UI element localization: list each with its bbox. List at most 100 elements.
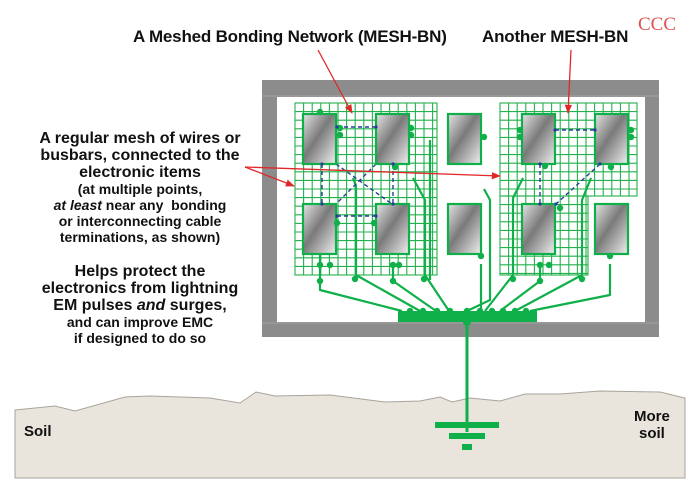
electronic-item	[593, 202, 630, 256]
mesh-description: A regular mesh of wires or busbars, conn…	[20, 130, 260, 245]
arrow-another-mesh-bn	[564, 49, 573, 114]
bonding-conductor	[318, 264, 403, 313]
more-soil-line: soil	[639, 425, 665, 442]
mesh-desc-line: or interconnecting cable	[58, 213, 222, 229]
bond-point	[480, 133, 488, 141]
bonding-strap	[555, 163, 601, 205]
bond-point	[336, 131, 344, 139]
watermark: CCC	[638, 14, 677, 35]
benefit-line: electronics from lightning	[41, 280, 239, 297]
strap-end	[598, 162, 602, 166]
strap-end	[553, 128, 557, 132]
strap-end	[391, 202, 395, 206]
benefit-line: and can improve EMC	[66, 314, 214, 330]
strap-end	[320, 202, 324, 206]
strap-end	[335, 125, 339, 129]
bond-point	[541, 162, 549, 170]
bond-point	[556, 204, 564, 212]
mesh-bn-label: A Meshed Bonding Network (MESH-BN)	[133, 27, 447, 46]
conductor-layer	[318, 140, 612, 313]
mesh-desc-line: electronic items	[79, 164, 201, 181]
bond-point	[509, 275, 517, 283]
more-soil-label: More soil	[634, 408, 670, 442]
bond-point	[351, 275, 359, 283]
bond-point	[420, 275, 428, 283]
electronic-item	[374, 202, 411, 256]
benefit-description: Helps protect the electronics from light…	[20, 263, 260, 346]
bonding-conductor	[484, 177, 524, 312]
bond-point	[627, 133, 635, 141]
electronic-item	[446, 112, 483, 166]
strap-end	[391, 162, 395, 166]
bond-point	[316, 108, 324, 116]
benefit-line: Helps protect the	[74, 263, 206, 280]
ground-symbol-icon	[435, 422, 499, 450]
mesh-desc-line: terminations, as shown)	[59, 229, 221, 245]
bond-point	[627, 126, 635, 134]
bond-point	[536, 261, 544, 269]
strap-end	[374, 214, 378, 218]
bonding-conductor	[514, 177, 593, 312]
emphasis: at least	[53, 197, 102, 213]
mesh-right-lower-border	[499, 195, 589, 276]
bond-point	[316, 261, 324, 269]
mesh-desc-line: (at multiple points,	[77, 181, 203, 197]
bond-point	[607, 163, 615, 171]
another-mesh-bn-label: Another MESH-BN	[482, 27, 629, 46]
bond-point	[578, 275, 586, 283]
bond-point	[370, 219, 378, 227]
strap-end	[538, 202, 542, 206]
electronic-item	[593, 112, 630, 166]
emphasis: and	[136, 297, 166, 314]
mesh-desc-line: busbars, connected to the	[40, 147, 240, 164]
benefit-text: EM pulses	[53, 297, 137, 314]
bond-point	[536, 277, 544, 285]
electronic-item	[520, 112, 557, 166]
strap-end	[374, 125, 378, 129]
electronic-item	[520, 202, 557, 256]
bond-point	[407, 131, 415, 139]
strap-end	[320, 162, 324, 166]
bond-point	[606, 252, 614, 260]
bond-point	[316, 277, 324, 285]
bonding-conductor	[412, 177, 450, 312]
bond-point	[477, 252, 485, 260]
electronic-item	[446, 202, 483, 256]
arrow-mesh-right	[244, 166, 501, 180]
bond-point	[516, 133, 524, 141]
benefit-line: if designed to do so	[73, 330, 207, 346]
bond-point	[395, 261, 403, 269]
bond-point	[516, 126, 524, 134]
electronic-item	[301, 202, 338, 256]
bonding-straps-layer	[321, 126, 601, 217]
bonding-strap	[335, 163, 393, 205]
mesh-desc-line: A regular mesh of wires or	[39, 130, 241, 147]
benefit-text: surges,	[165, 297, 227, 314]
strap-end	[538, 162, 542, 166]
more-soil-line: More	[634, 408, 670, 425]
mesh-desc-line: at least near any bonding	[20, 197, 260, 213]
arrow-mesh-left	[244, 166, 295, 187]
arrow-mesh-bn	[317, 49, 353, 114]
bond-point	[407, 124, 415, 132]
bond-point	[545, 261, 553, 269]
bond-point	[389, 277, 397, 285]
bonding-conductor	[466, 188, 492, 312]
strap-end	[593, 128, 597, 132]
bond-point	[326, 261, 334, 269]
bonding-conductor	[529, 264, 612, 313]
soil	[14, 390, 686, 479]
strap-end	[335, 214, 339, 218]
callout-arrows	[244, 49, 573, 187]
bonding-strap	[335, 163, 377, 205]
electronic-item	[374, 112, 411, 166]
mesh-desc-text: near any bonding	[101, 197, 227, 213]
soil-label: Soil	[24, 423, 52, 440]
bond-point	[389, 261, 397, 269]
strap-end	[554, 202, 558, 206]
benefit-line: EM pulses and surges,	[20, 297, 260, 314]
electronic-item	[301, 112, 338, 166]
electronic-items-layer	[301, 112, 630, 256]
bond-point	[333, 219, 341, 227]
